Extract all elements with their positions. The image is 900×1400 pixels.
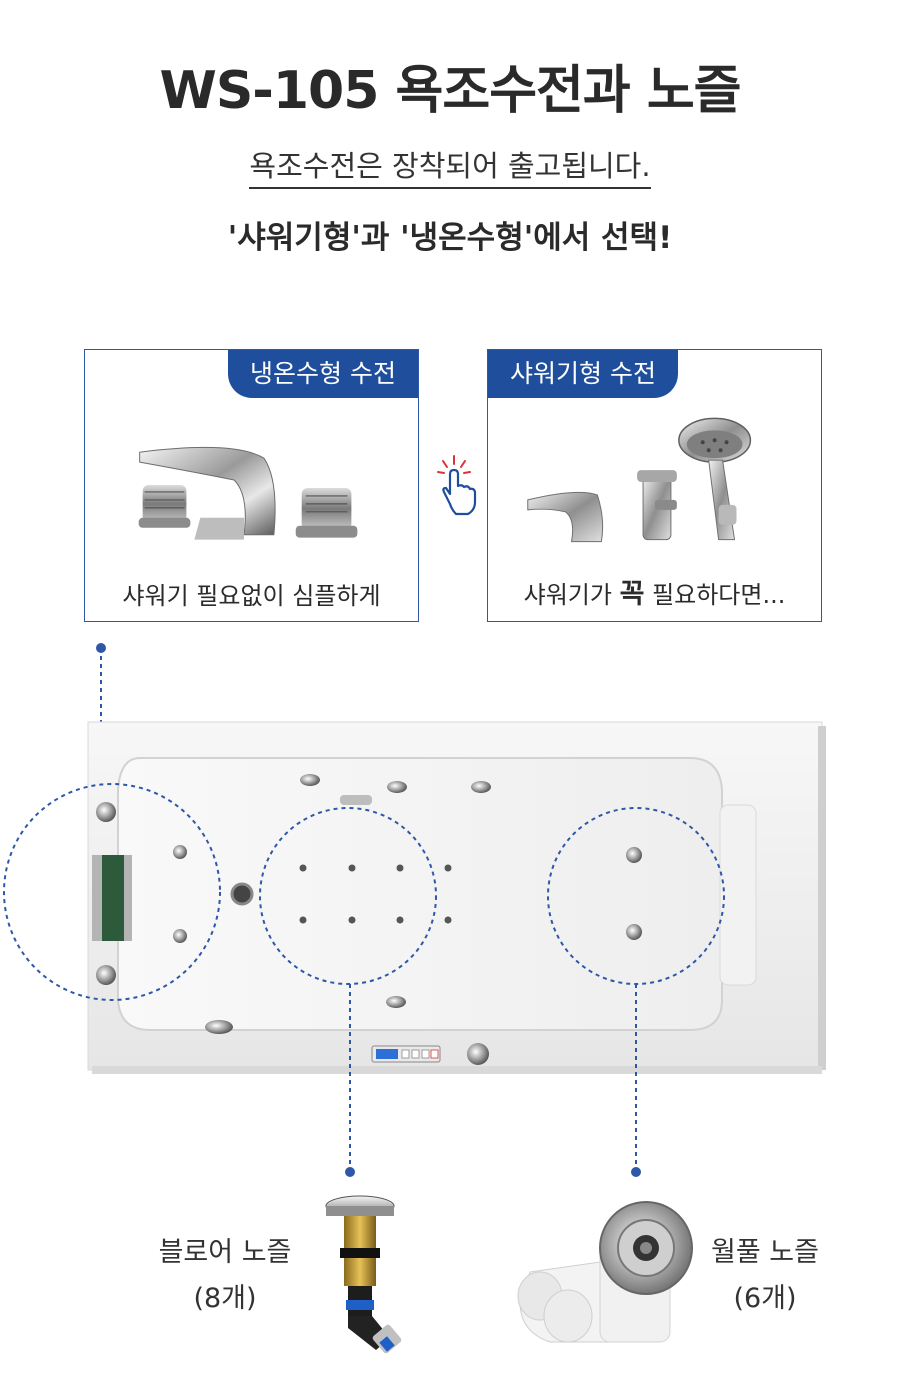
whirlpool-nozzle-name: 월풀 노즐 xyxy=(711,1237,819,1268)
option-caption-shower-pre: 샤워기가 xyxy=(523,581,620,609)
blower-nozzle-name: 블로어 노즐 xyxy=(158,1237,292,1268)
whirlpool-nozzle-label: 월풀 노즐 (6개) xyxy=(680,1230,850,1322)
callout-dot-blower xyxy=(345,1167,355,1177)
option-caption-hot-cold: 샤워기 필요없이 심플하게 xyxy=(122,582,381,610)
option-card-shower-faucet[interactable]: 샤워기형 수전 샤워기가 꼭 필요하다면... xyxy=(487,349,822,622)
blower-nozzle-image xyxy=(325,1195,402,1354)
subtitle-line-1: 욕조수전은 장착되어 출고됩니다. xyxy=(0,143,900,189)
callout-dot-whirl xyxy=(631,1167,641,1177)
hot-cold-faucet-image xyxy=(138,446,358,540)
option-caption-shower-strong: 꼭 xyxy=(619,579,645,610)
subtitle-line-2: '샤워기형'과 '냉온수형'에서 선택! xyxy=(227,220,673,256)
whirlpool-nozzle-image xyxy=(517,1201,693,1343)
highlight-blower-area xyxy=(259,807,437,985)
subtitle-line-1-text: 욕조수전은 장착되어 출고됩니다. xyxy=(249,149,651,189)
callout-dot-faucet xyxy=(96,643,106,653)
option-caption-shower: 샤워기가 꼭 필요하다면... xyxy=(488,572,821,611)
page-title: WS-105 욕조수전과 노즐 xyxy=(159,61,741,121)
whirlpool-nozzle-count: (6개) xyxy=(733,1283,797,1314)
highlight-faucet-area xyxy=(3,783,221,1001)
hand-pointer-icon xyxy=(437,455,477,516)
option-card-hot-cold-faucet[interactable]: 냉온수형 수전 샤워기 xyxy=(84,349,419,622)
blower-nozzle-count: (8개) xyxy=(193,1283,257,1314)
shower-faucet-image xyxy=(527,417,752,543)
bathtub-diagram xyxy=(3,643,826,1177)
option-tag-hot-cold: 냉온수형 수전 xyxy=(228,350,418,398)
blower-nozzle-label: 블로어 노즐 (8개) xyxy=(140,1230,310,1322)
option-caption-shower-post: 필요하다면... xyxy=(644,581,786,609)
option-tag-shower: 샤워기형 수전 xyxy=(488,350,678,398)
